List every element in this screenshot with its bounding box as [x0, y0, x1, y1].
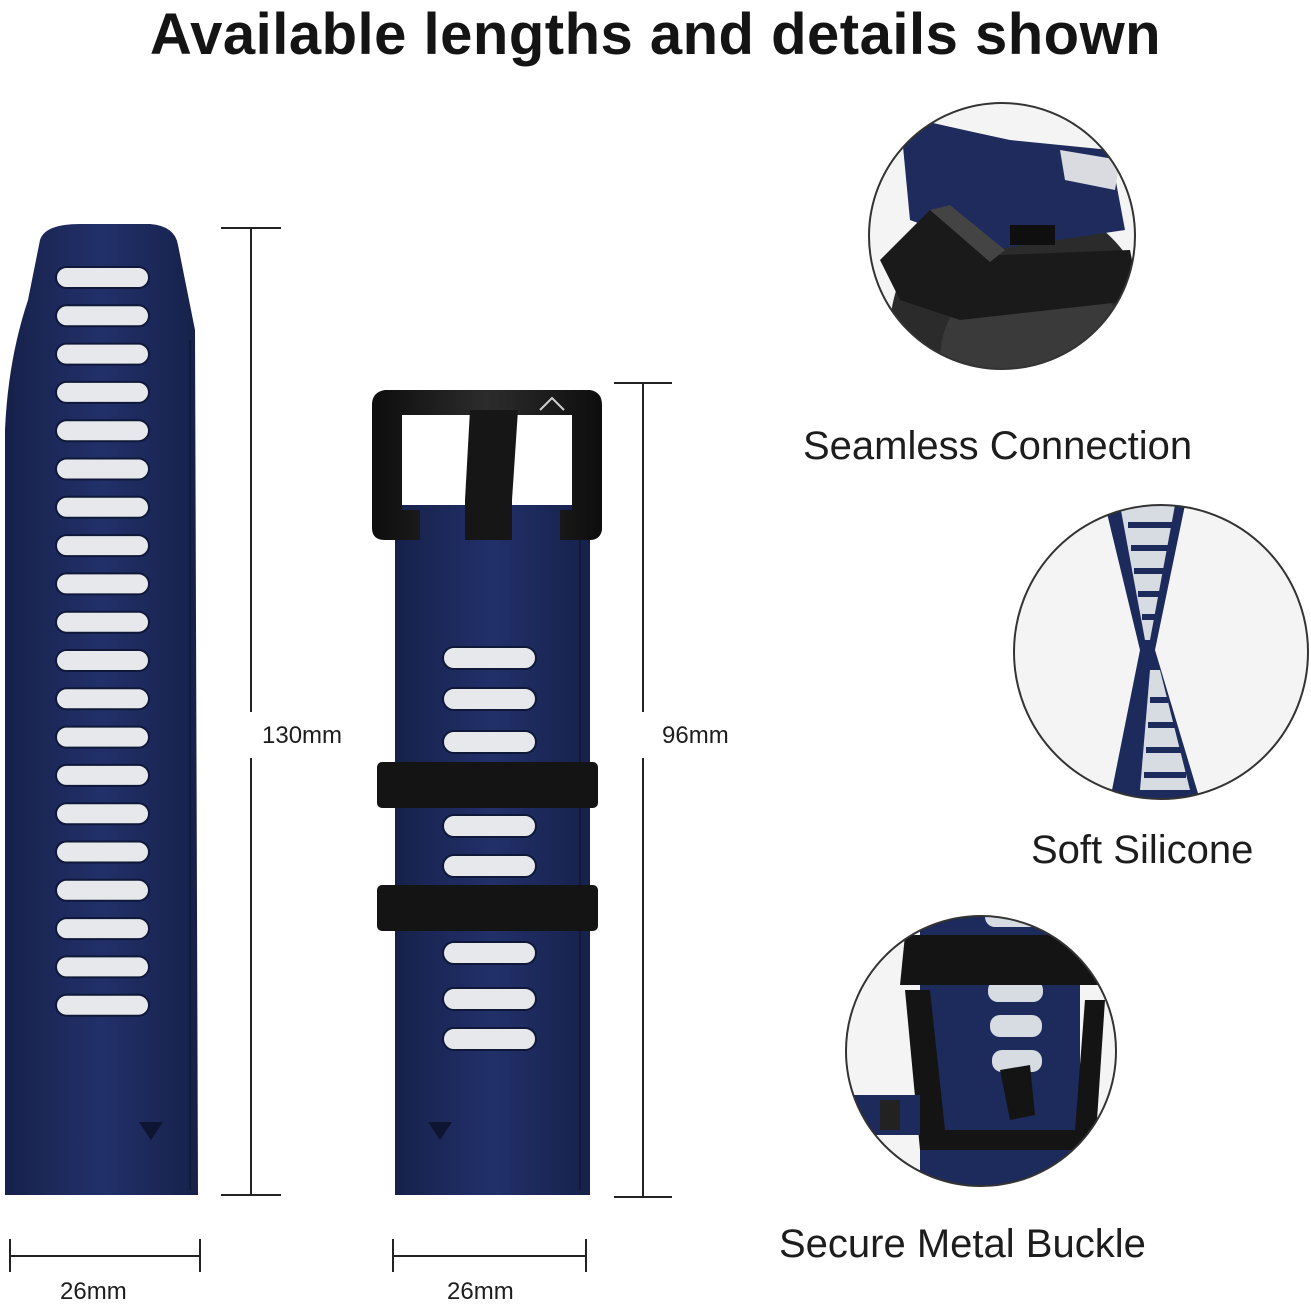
- strap-hole: [55, 572, 150, 596]
- strap-hole: [55, 878, 150, 902]
- strap-hole: [55, 649, 150, 672]
- strap-hole: [55, 687, 150, 711]
- strap-hole: [442, 987, 537, 1011]
- strap-hole: [55, 534, 150, 558]
- long-strap-holes: [55, 266, 150, 1017]
- strap-hole: [55, 380, 150, 404]
- long-strap: [5, 224, 198, 1195]
- strap-hole: [55, 342, 150, 366]
- strap-hole: [55, 955, 150, 979]
- strap-hole: [55, 917, 150, 941]
- strap-hole: [55, 304, 150, 328]
- short-strap-length-label: 96mm: [662, 722, 729, 749]
- strap-hole: [55, 495, 150, 519]
- strap-hole: [442, 941, 537, 965]
- buckle-arrow-icon: [539, 396, 565, 411]
- strap-hole: [55, 725, 150, 749]
- strap-hole: [55, 457, 150, 481]
- page-title: Available lengths and details shown: [149, 2, 1162, 67]
- connection-closeup: [868, 102, 1136, 370]
- strap-hole: [55, 802, 150, 826]
- strap-hole: [442, 646, 537, 670]
- buckle-frame: [372, 390, 602, 540]
- strap-hole: [55, 840, 150, 864]
- strap-hole: [55, 266, 150, 289]
- buckle-tongue: [465, 410, 518, 540]
- strap-hole: [55, 993, 150, 1017]
- buckle-closeup: [845, 915, 1117, 1187]
- short-strap-width-label: 26mm: [447, 1278, 514, 1305]
- feature-label-buckle: Secure Metal Buckle: [779, 1222, 1146, 1266]
- long-strap-width-label: 26mm: [60, 1278, 127, 1305]
- strap-hole: [55, 419, 150, 443]
- strap-hole: [55, 763, 150, 787]
- silicone-closeup: [1013, 504, 1309, 800]
- dimension-lines: [9, 227, 672, 1272]
- short-strap-holes: [442, 646, 537, 1051]
- keeper-loop: [377, 885, 598, 931]
- strap-hole: [442, 730, 537, 754]
- long-strap-length-label: 130mm: [262, 722, 343, 749]
- strap-hole: [442, 687, 537, 711]
- strap-hole: [442, 814, 537, 838]
- strap-hole: [55, 610, 150, 634]
- strap-arrow-icon: [139, 1122, 163, 1140]
- strap-hole: [442, 854, 537, 878]
- feature-label-silicone: Soft Silicone: [1031, 828, 1254, 872]
- keeper-loop: [377, 762, 598, 808]
- strap-hole: [442, 1027, 537, 1051]
- strap-arrow-icon: [428, 1122, 452, 1140]
- feature-label-connection: Seamless Connection: [803, 424, 1193, 468]
- short-strap: [372, 390, 602, 1195]
